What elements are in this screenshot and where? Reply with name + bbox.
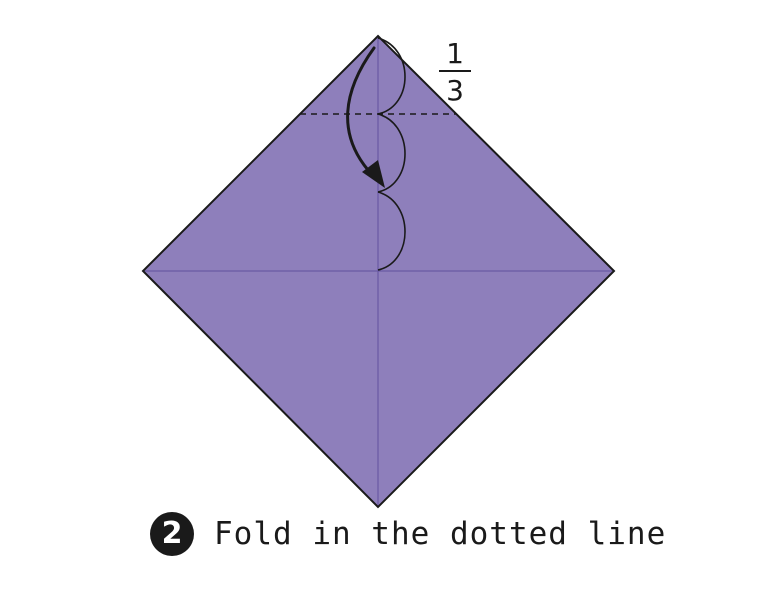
measure-arc-bottom [377,191,406,271]
measure-arc-top [377,37,406,115]
step-number-badge: 2 [150,512,194,556]
step-instruction: Fold in the dotted line [214,516,667,552]
measure-arc-middle [377,113,406,193]
step-caption: 2 Fold in the dotted line [150,510,666,558]
fold-down-arrow-icon [346,46,385,188]
fraction-label: 1 3 [439,37,471,107]
fraction-numerator: 1 [446,37,464,70]
fraction-denominator: 3 [446,74,464,107]
